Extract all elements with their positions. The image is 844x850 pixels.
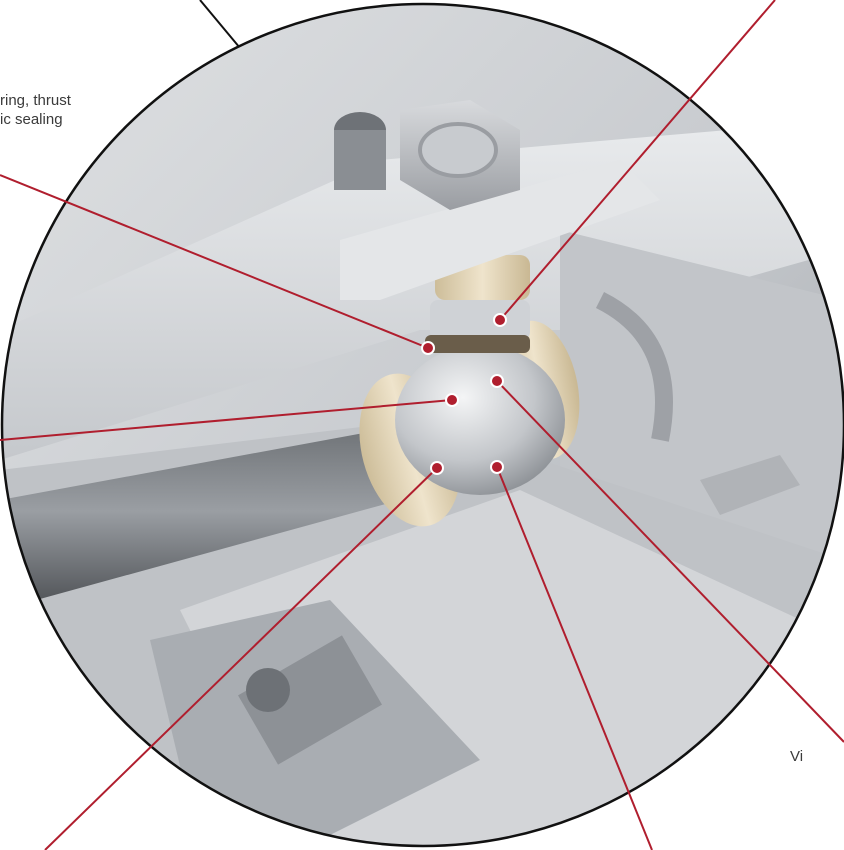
- leader-line-ball: [496, 466, 653, 850]
- callout-dot-ball: [490, 460, 504, 474]
- leader-line-seat-left: [0, 399, 453, 441]
- callout-dot-thrust: [421, 341, 435, 355]
- callout-dot-seat: [430, 461, 444, 475]
- leader-line-thrust: [0, 174, 429, 349]
- callout-label-right: Vi: [790, 748, 804, 765]
- callout-dot-stem: [490, 374, 504, 388]
- callout-label-thrust-line2: ic sealing: [0, 111, 63, 128]
- callout-dots: [421, 313, 507, 475]
- leader-line-seat: [44, 467, 438, 850]
- callout-dot-seat-left: [445, 393, 459, 407]
- callout-dot-gland: [493, 313, 507, 327]
- callout-label-thrust: ring, thrust ic sealing: [0, 91, 71, 129]
- callout-label-thrust-line1: ring, thrust: [0, 92, 71, 109]
- leader-line-gland: [499, 0, 776, 321]
- pointer-stem-top: [199, 0, 241, 49]
- leader-line-stem: [496, 380, 844, 743]
